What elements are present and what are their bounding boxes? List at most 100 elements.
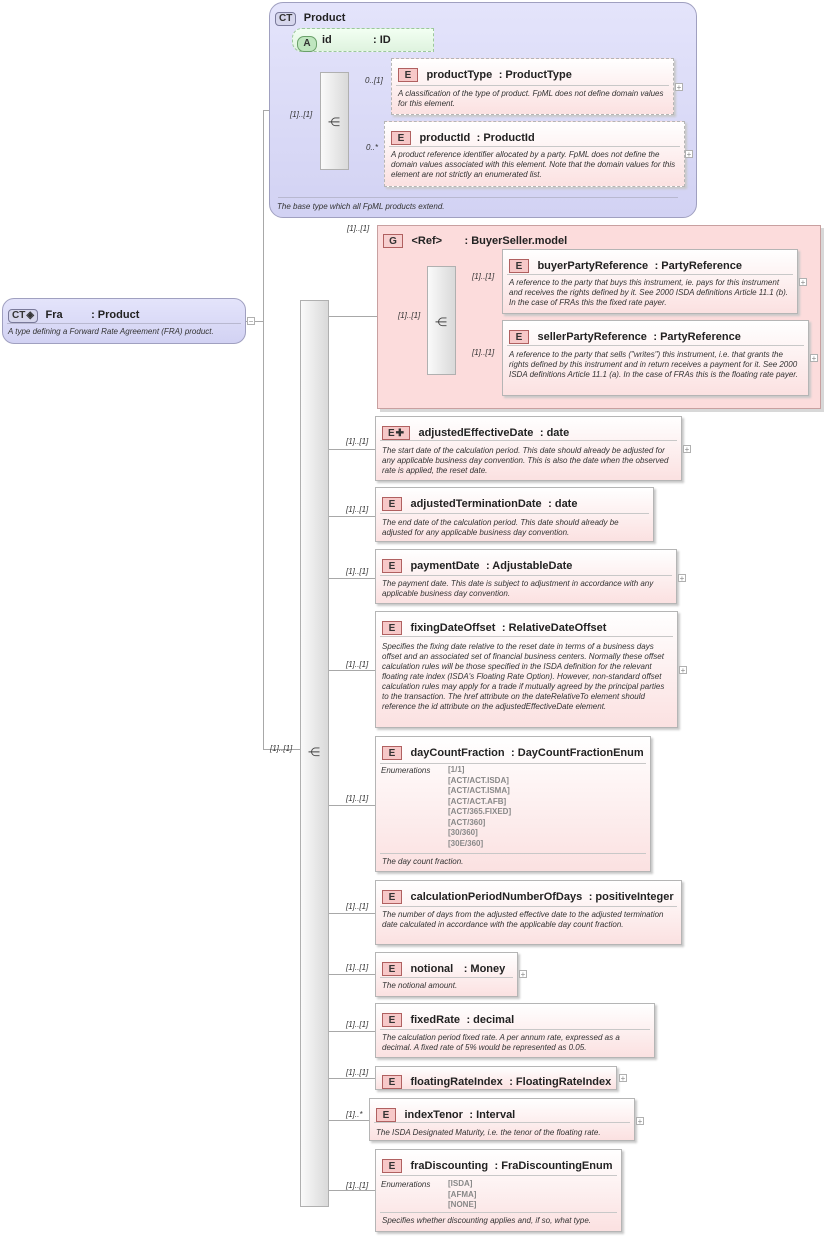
element-description: The notional amount. xyxy=(382,981,458,990)
element-adjustedTerminationDate[interactable]: E adjustedTerminationDate : date The end… xyxy=(375,487,654,542)
enum-value: [ACT/ACT.AFB] xyxy=(448,796,507,806)
cardinality: [1]..[1] xyxy=(346,437,369,446)
element-floatingRateIndex[interactable]: E floatingRateIndex : FloatingRateIndex xyxy=(375,1066,617,1090)
element-type: : PartyReference xyxy=(653,331,741,343)
element-badge: E xyxy=(382,497,402,511)
seller-cardinality: [1]..[1] xyxy=(472,348,495,357)
enumeration-list: [1/1] [ACT/ACT.ISDA] [ACT/ACT.ISMA] [ACT… xyxy=(448,765,511,849)
element-badge: E xyxy=(382,559,402,573)
element-name: dayCountFraction xyxy=(410,747,505,759)
main-sequence[interactable]: ⋲ xyxy=(300,300,329,1207)
main-sequence-cardinality: [1]..[1] xyxy=(270,744,293,753)
element-badge: E xyxy=(509,330,529,344)
element-productId[interactable]: E productId : ProductId A product refere… xyxy=(384,121,685,187)
element-badge: E xyxy=(376,1108,396,1122)
expand-icon[interactable]: + xyxy=(519,970,527,979)
element-name: floatingRateIndex xyxy=(410,1076,503,1088)
element-type: : RelativeDateOffset xyxy=(501,622,607,634)
group-sequence-cardinality: [1]..[1] xyxy=(398,311,421,320)
group-ref: <Ref> xyxy=(411,235,443,247)
expand-icon[interactable]: + xyxy=(685,150,693,159)
element-description: The end date of the calculation period. … xyxy=(382,518,619,537)
cardinality: [1]..[1] xyxy=(346,1068,369,1077)
element-buyerPartyReference[interactable]: E buyerPartyReference : PartyReference A… xyxy=(502,249,798,314)
element-description: The day count fraction. xyxy=(382,857,464,866)
element-badge: E xyxy=(382,1013,402,1027)
expand-icon[interactable]: + xyxy=(678,574,686,583)
element-name: productType xyxy=(426,69,493,81)
sequence-icon: ⋲ xyxy=(435,315,447,329)
cardinality: [1]..[1] xyxy=(346,505,369,514)
expand-icon[interactable]: + xyxy=(636,1117,644,1126)
element-badge: E xyxy=(382,1075,402,1089)
fra-name: Fra xyxy=(45,309,63,321)
element-fraDiscounting[interactable]: E fraDiscounting : FraDiscountingEnum En… xyxy=(375,1149,622,1232)
group-cardinality: [1]..[1] xyxy=(347,224,370,233)
product-description: The base type which all FpML products ex… xyxy=(277,202,445,211)
expand-icon[interactable]: + xyxy=(675,83,683,92)
element-type: : Interval xyxy=(469,1109,516,1121)
element-productType[interactable]: E productType : ProductType A classifica… xyxy=(391,58,674,115)
group-name: : BuyerSeller.model xyxy=(464,235,568,247)
element-badge: E xyxy=(391,131,411,145)
enum-value: [NONE] xyxy=(448,1200,477,1209)
expand-icon[interactable]: + xyxy=(619,1074,627,1083)
expand-icon[interactable]: + xyxy=(799,278,807,287)
element-sellerPartyReference[interactable]: E sellerPartyReference : PartyReference … xyxy=(502,320,809,396)
expand-icon[interactable]: + xyxy=(679,666,687,675)
enum-value: [ACT/365.FIXED] xyxy=(448,807,512,816)
enum-value: [30/360] xyxy=(448,828,478,837)
element-name: adjustedTerminationDate xyxy=(410,498,542,510)
element-name: paymentDate xyxy=(410,560,480,572)
enum-value: [1/1] xyxy=(448,765,465,774)
enumerations-label: Enumerations xyxy=(381,766,431,775)
element-name: fraDiscounting xyxy=(410,1160,489,1172)
element-type: : ProductId xyxy=(476,132,535,144)
element-description: The start date of the calculation period… xyxy=(382,446,669,475)
element-notional[interactable]: E notional : Money The notional amount. xyxy=(375,952,518,997)
element-badge: E xyxy=(382,1159,402,1173)
element-name: sellerPartyReference xyxy=(537,331,647,343)
enum-value: [ACT/360] xyxy=(448,817,486,827)
element-description: A reference to the party that buys this … xyxy=(509,278,788,307)
element-badge: E xyxy=(382,962,402,976)
complex-type-extension-badge: CT◈ xyxy=(8,309,39,323)
element-description: A product reference identifier allocated… xyxy=(391,150,676,179)
cardinality: [1]..[1] xyxy=(346,902,369,911)
element-type: : FloatingRateIndex xyxy=(509,1076,612,1088)
element-calculationPeriodNumberOfDays[interactable]: E calculationPeriodNumberOfDays : positi… xyxy=(375,880,682,945)
product-sequence[interactable]: ⋲ xyxy=(320,72,349,170)
element-name: notional xyxy=(410,963,454,975)
element-description: The payment date. This date is subject t… xyxy=(382,579,654,598)
element-badge: E xyxy=(382,746,402,760)
group-badge: G xyxy=(383,234,403,248)
element-paymentDate[interactable]: E paymentDate : AdjustableDate The payme… xyxy=(375,549,677,604)
cardinality: [1]..[1] xyxy=(346,567,369,576)
element-indexTenor[interactable]: E indexTenor : Interval The ISDA Designa… xyxy=(369,1098,635,1141)
element-badge: E xyxy=(382,890,402,904)
productType-cardinality: 0..[1] xyxy=(365,76,383,85)
sequence-icon: ⋲ xyxy=(308,745,320,759)
element-badge: E xyxy=(382,621,402,635)
collapse-icon[interactable]: − xyxy=(247,317,255,326)
plus-icon: ◈ xyxy=(26,310,35,321)
enum-value: [30E/360] xyxy=(448,838,484,848)
expand-icon[interactable]: + xyxy=(810,354,818,363)
element-name: fixingDateOffset xyxy=(410,622,496,634)
plus-icon: ✚ xyxy=(395,428,405,439)
fra-description: A type defining a Forward Rate Agreement… xyxy=(8,327,214,336)
group-sequence[interactable]: ⋲ xyxy=(427,266,456,375)
expand-icon[interactable]: + xyxy=(683,445,691,454)
enum-value: [ISDA] xyxy=(448,1179,473,1188)
attribute-id[interactable]: A id : ID xyxy=(292,28,434,52)
element-type: : decimal xyxy=(466,1014,515,1026)
enumeration-list: [ISDA] [AFMA] [NONE] xyxy=(448,1179,476,1211)
element-fixedRate[interactable]: E fixedRate : decimal The calculation pe… xyxy=(375,1003,655,1058)
element-name: productId xyxy=(419,132,471,144)
element-dayCountFraction[interactable]: E dayCountFraction : DayCountFractionEnu… xyxy=(375,736,651,872)
element-description: The calculation period fixed rate. A per… xyxy=(382,1033,620,1052)
element-fixingDateOffset[interactable]: E fixingDateOffset : RelativeDateOffset … xyxy=(375,611,678,728)
element-adjustedEffectiveDate[interactable]: E✚ adjustedEffectiveDate : date The star… xyxy=(375,416,682,481)
fra-complex-type[interactable]: CT◈ Fra : Product A type defining a Forw… xyxy=(2,298,246,344)
element-description: A reference to the party that sells ("wr… xyxy=(509,350,798,379)
